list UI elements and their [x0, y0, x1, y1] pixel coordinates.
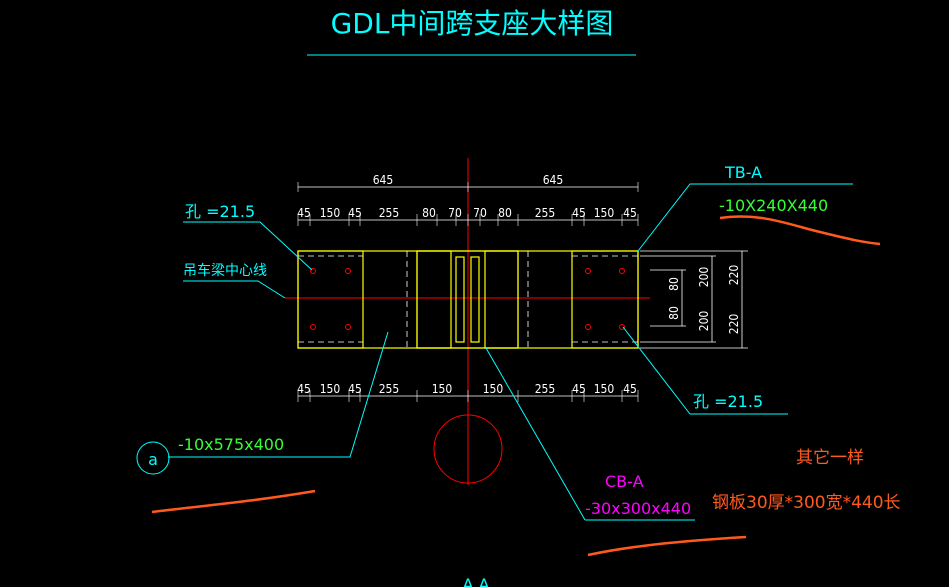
- leader-hole-left: [183, 221, 313, 271]
- label-hole-right: 孔 =21.5: [693, 392, 763, 411]
- dim-top: 45: [348, 206, 362, 220]
- dashed-lines: [298, 251, 638, 348]
- centerlines: [285, 158, 650, 485]
- leader-crane-beam: [183, 280, 286, 299]
- dim-top: 70: [473, 206, 487, 220]
- drawing-title: GDL中间跨支座大样图: [331, 7, 614, 40]
- dim-right-outer: 220: [727, 265, 741, 286]
- dim-top: 45: [572, 206, 586, 220]
- dim-top: 80: [498, 206, 512, 220]
- dim-top: 45: [297, 206, 311, 220]
- dim-bottom: 45: [297, 382, 311, 396]
- column-circle: [433, 414, 503, 484]
- right-end-plate: [571, 250, 639, 349]
- bolt-hole: [585, 268, 591, 274]
- label-crane-beam-centerline: 吊车梁中心线: [183, 262, 267, 279]
- note-others-same: 其它一样: [796, 448, 864, 468]
- label-cb-name: CB-A: [605, 472, 644, 491]
- label-hole-left: 孔 =21.5: [185, 202, 255, 221]
- dim-right-inner: 80: [667, 277, 681, 291]
- orange-underlines: [151, 215, 881, 557]
- dim-top: 70: [448, 206, 462, 220]
- dim-bottom: 150: [320, 382, 341, 396]
- bolt-hole: [345, 268, 351, 274]
- dim-bottom: 45: [623, 382, 637, 396]
- extension-lines: [297, 182, 639, 402]
- leader-plate-a: [168, 331, 389, 458]
- label-tb-name: TB-A: [724, 163, 762, 182]
- stiffener-left: [455, 256, 465, 343]
- right-dims: 80 80 200 200 220 220: [667, 265, 741, 335]
- dim-top: 150: [320, 206, 341, 220]
- note-plate-size: 钢板30厚*300宽*440长: [712, 493, 901, 513]
- label-tb-size: -10X240X440: [719, 196, 828, 215]
- bottom-detail-dims: 45 150 45 255 150 150 255 45 150 45: [297, 382, 637, 396]
- bolt-hole: [310, 324, 316, 330]
- dim-bottom: 45: [348, 382, 362, 396]
- leader-tb-a: [637, 183, 853, 252]
- dim-top: 255: [535, 206, 556, 220]
- dim-bottom: 150: [594, 382, 615, 396]
- tag-circle: [136, 441, 170, 475]
- bolt-hole: [345, 324, 351, 330]
- left-end-plate: [297, 250, 364, 349]
- bolt-hole: [310, 268, 316, 274]
- dim-bottom: 45: [572, 382, 586, 396]
- dim-overall-left: 645: [373, 173, 394, 187]
- section-mark: A A: [463, 575, 490, 587]
- dim-bottom: 150: [432, 382, 453, 396]
- dim-right-middle: 200: [697, 311, 711, 332]
- dim-right-inner: 80: [667, 306, 681, 320]
- center-plate-left-part: [416, 250, 452, 349]
- bolt-hole: [619, 324, 625, 330]
- leader-lines: [168, 183, 853, 521]
- dim-top: 255: [379, 206, 400, 220]
- center-plate-right-part: [484, 250, 519, 349]
- bolt-holes: [310, 268, 625, 330]
- dim-right-outer: 220: [727, 314, 741, 335]
- tag-circle-text: a: [148, 450, 158, 469]
- dim-bottom: 255: [379, 382, 400, 396]
- label-cb-size: -30x300x440: [585, 499, 691, 518]
- bolt-hole: [619, 268, 625, 274]
- bolt-hole: [585, 324, 591, 330]
- dim-top: 80: [422, 206, 436, 220]
- dim-overall-right: 645: [543, 173, 564, 187]
- leader-cb-a: [485, 347, 586, 521]
- top-detail-dims: 45 150 45 255 80 70 70 80 255 45 150 45: [297, 206, 637, 220]
- dim-bottom: 150: [483, 382, 504, 396]
- stiffener-right: [470, 256, 480, 343]
- dim-top: 45: [623, 206, 637, 220]
- dim-top: 150: [594, 206, 615, 220]
- label-plate-a-size: -10x575x400: [178, 435, 284, 454]
- leader-hole-right: [622, 326, 691, 415]
- dim-bottom: 255: [535, 382, 556, 396]
- plates: [297, 250, 639, 349]
- dim-right-middle: 200: [697, 267, 711, 288]
